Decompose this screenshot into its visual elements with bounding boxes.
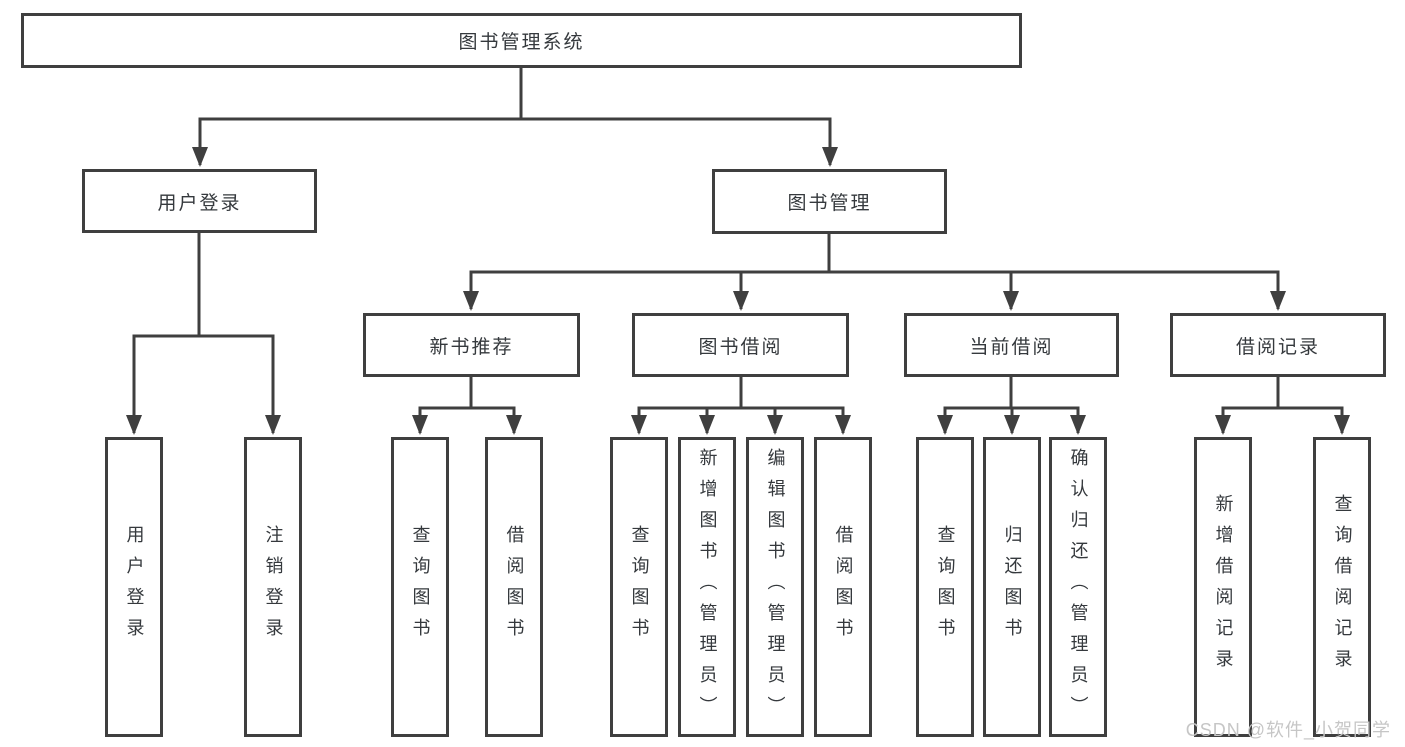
leaf-label: 借阅图书: [833, 525, 854, 649]
leaf-label: 新增图书（管理员）: [697, 447, 718, 727]
connector-current-to-leaves: [937, 377, 1086, 435]
leaf-label: 注销登录: [263, 525, 284, 649]
leaf-borrow-books-2: 借阅图书: [814, 437, 872, 737]
leaf-logout: 注销登录: [244, 437, 302, 737]
leaf-label: 归还图书: [1002, 525, 1023, 649]
leaf-query-borrow-record: 查询借阅记录: [1313, 437, 1371, 737]
node-user-login: 用户登录: [82, 169, 317, 233]
leaf-add-books-admin: 新增图书（管理员）: [678, 437, 736, 737]
connector-bookmgmt-to-level3: [463, 234, 1286, 311]
leaf-label: 查询图书: [935, 525, 956, 649]
leaf-label: 查询图书: [410, 525, 431, 649]
leaf-return-books: 归还图书: [983, 437, 1041, 737]
leaf-label: 确认归还（管理员）: [1068, 447, 1089, 727]
leaf-query-books-2: 查询图书: [610, 437, 668, 737]
leaf-add-borrow-record: 新增借阅记录: [1194, 437, 1252, 737]
leaf-label: 查询借阅记录: [1332, 494, 1353, 680]
node-borrow-records: 借阅记录: [1170, 313, 1386, 377]
node-book-management: 图书管理: [712, 169, 947, 234]
connector-root-to-level2: [192, 68, 838, 167]
leaf-label: 查询图书: [629, 525, 650, 649]
leaf-edit-books-admin: 编辑图书（管理员）: [746, 437, 804, 737]
csdn-watermark: CSDN @软件_小贺同学: [1185, 720, 1391, 740]
node-new-book-recommend: 新书推荐: [363, 313, 580, 377]
node-library-management-system: 图书管理系统: [21, 13, 1022, 68]
leaf-borrow-books-1: 借阅图书: [485, 437, 543, 737]
leaf-query-books-1: 查询图书: [391, 437, 449, 737]
leaf-label: 新增借阅记录: [1213, 494, 1234, 680]
leaf-user-login: 用户登录: [105, 437, 163, 737]
connector-borrow-to-leaves: [631, 377, 851, 435]
leaf-label: 编辑图书（管理员）: [765, 447, 786, 727]
leaf-query-books-3: 查询图书: [916, 437, 974, 737]
node-book-borrow: 图书借阅: [632, 313, 849, 377]
node-current-borrow: 当前借阅: [904, 313, 1119, 377]
connector-records-to-leaves: [1215, 377, 1350, 435]
leaf-confirm-return-admin: 确认归还（管理员）: [1049, 437, 1107, 737]
leaf-label: 借阅图书: [504, 525, 525, 649]
connector-newbook-to-leaves: [412, 377, 522, 435]
connector-login-to-leaves: [126, 233, 281, 435]
leaf-label: 用户登录: [124, 525, 145, 649]
